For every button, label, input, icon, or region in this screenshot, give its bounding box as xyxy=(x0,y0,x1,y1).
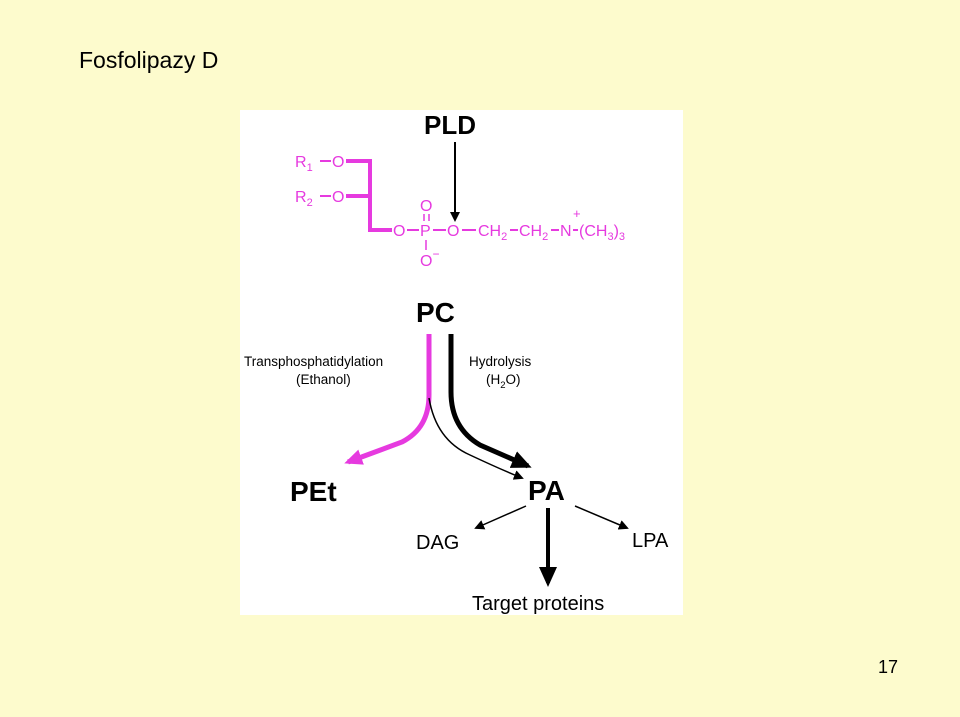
water-label: (H2O) xyxy=(486,372,521,391)
o-ester: O xyxy=(447,223,459,240)
o-r2: O xyxy=(332,189,344,206)
r2-label: R2 xyxy=(295,189,313,209)
dag-label: DAG xyxy=(416,532,459,554)
pa-to-lpa-arrow xyxy=(574,505,629,530)
pa-to-dag-arrow xyxy=(474,505,527,530)
trimethyl: (CH3)3 xyxy=(579,223,625,243)
target-proteins-label: Target proteins xyxy=(472,593,604,615)
nitrogen: N xyxy=(560,223,572,240)
hydrolysis-label: Hydrolysis xyxy=(469,354,532,369)
ch2-first: CH2 xyxy=(478,223,507,243)
pld-diagram-svg: PLD R1 O R2 O O P O O− O xyxy=(244,110,669,615)
pld-diagram: PLD R1 O R2 O O P O O− O xyxy=(240,110,683,615)
slide-title: Fosfolipazy D xyxy=(79,47,219,73)
hydrolysis-arrow xyxy=(448,334,532,469)
substrate-label: PC xyxy=(416,297,455,328)
ch2-second: CH2 xyxy=(519,223,548,243)
ethanol-label: (Ethanol) xyxy=(296,372,351,387)
n-charge: + xyxy=(573,206,581,221)
o-glycerol: O xyxy=(393,223,405,240)
o-minus: O− xyxy=(420,247,439,270)
pa-label: PA xyxy=(528,475,565,506)
phosphorus: P xyxy=(420,223,431,240)
o-r1: O xyxy=(332,154,344,171)
minor-hydrolysis-arrow xyxy=(428,397,524,480)
lpa-label: LPA xyxy=(632,530,669,552)
r1-label: R1 xyxy=(295,154,313,174)
pet-label: PEt xyxy=(290,476,337,507)
transphosphatidylation-label: Transphosphatidylation xyxy=(244,354,383,369)
pc-structure: R1 O R2 O O P O O− O CH2 xyxy=(295,154,625,270)
enzyme-label: PLD xyxy=(424,110,476,140)
slide-number: 17 xyxy=(877,657,898,677)
transphosphatidylation-arrow xyxy=(344,334,432,465)
o-double: O xyxy=(420,198,432,215)
